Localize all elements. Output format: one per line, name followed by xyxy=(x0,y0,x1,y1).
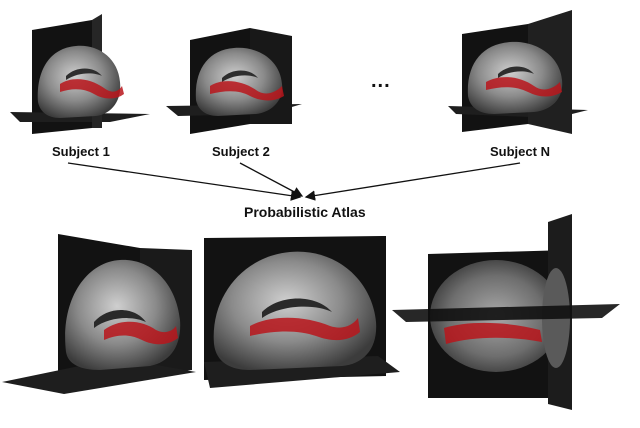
atlas-view-2 xyxy=(204,236,400,388)
subject-2-label: Subject 2 xyxy=(212,144,270,159)
fiber-tract xyxy=(60,79,124,99)
arrow-subject-1 xyxy=(67,162,302,201)
fiber-tract xyxy=(104,321,178,345)
axial-plane xyxy=(2,358,196,394)
atlas-view-1 xyxy=(2,234,196,394)
fiber-tract xyxy=(210,81,284,101)
atlas-label: Probabilistic Atlas xyxy=(244,204,366,220)
atlas-view-3 xyxy=(392,214,620,410)
ellipsis-more-subjects: ... xyxy=(371,70,391,92)
arrow-subject-n xyxy=(304,162,521,201)
fiber-tract xyxy=(444,322,542,344)
brain-sagittal-slice xyxy=(213,251,377,370)
subject-1-label: Subject 1 xyxy=(52,144,110,159)
brain-sagittal-slice xyxy=(467,41,563,115)
axial-plane xyxy=(392,304,620,322)
ventricle xyxy=(94,310,146,328)
axial-plane xyxy=(10,112,150,122)
convergence-arrows xyxy=(67,162,521,201)
fiber-tract xyxy=(486,77,562,97)
ventricle xyxy=(262,298,332,318)
subject-n-mri-figure xyxy=(448,10,588,134)
subject-n-label: Subject N xyxy=(490,144,550,159)
arrow-subject-2 xyxy=(239,162,304,197)
fiber-tract xyxy=(250,317,360,341)
ventricle xyxy=(66,68,102,80)
ventricle xyxy=(222,70,258,82)
subject-1-mri-figure xyxy=(10,14,150,134)
subject-2-mri-figure xyxy=(166,28,302,134)
ventricle xyxy=(498,66,534,78)
